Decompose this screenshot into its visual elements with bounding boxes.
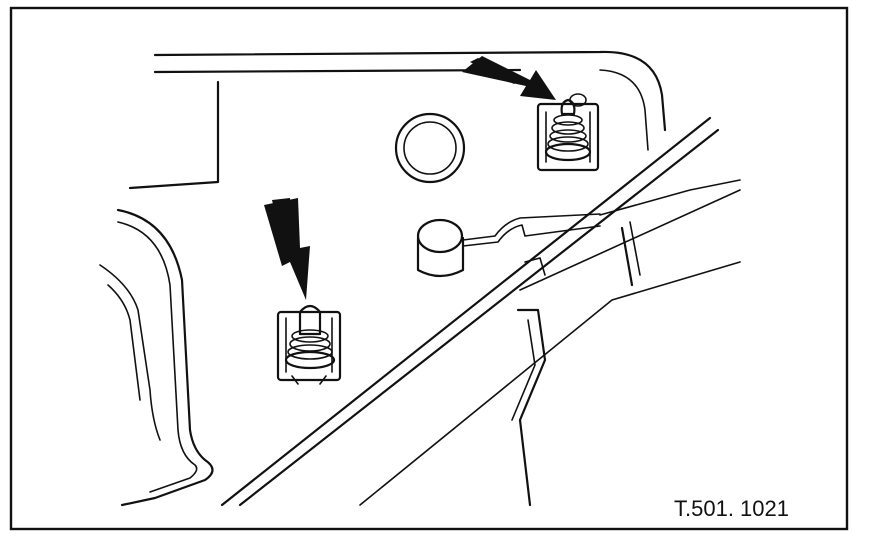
side-bracket	[511, 221, 641, 507]
cylindrical-sensor	[416, 213, 601, 278]
housing-left-contour	[99, 208, 214, 507]
figure-reference-code: T.501. 1021	[674, 496, 789, 521]
round-grommet	[394, 112, 466, 184]
figure-border	[9, 6, 849, 531]
diagonal-pipe	[220, 116, 741, 507]
pointer-arrow-icon	[264, 198, 310, 300]
threaded-stud-icon	[284, 304, 336, 385]
threaded-stud-icon	[544, 93, 592, 162]
housing-top-edge	[128, 50, 667, 190]
fastener-upper-right	[536, 93, 600, 172]
fastener-lower-left	[276, 304, 342, 385]
pointer-arrow-icon	[462, 56, 556, 100]
